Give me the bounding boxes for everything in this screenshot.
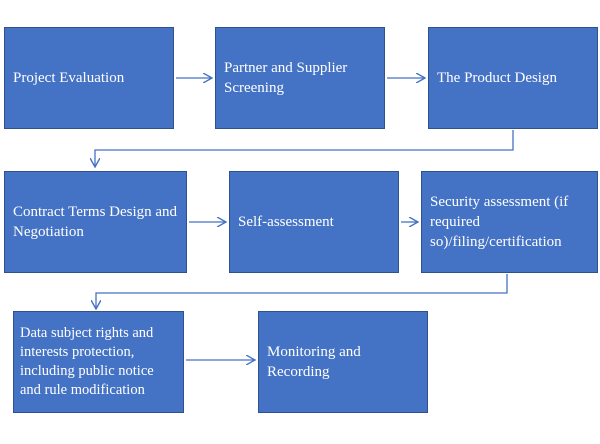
step-label: Monitoring and Recording: [267, 344, 361, 380]
arrow-3-to-4: [95, 130, 514, 166]
step-contract-terms: Contract Terms Design and Negotiation: [4, 171, 187, 273]
step-data-subject-rights: Data subject rights and interests protec…: [13, 311, 184, 413]
step-project-evaluation: Project Evaluation: [4, 27, 174, 129]
step-product-design: The Product Design: [428, 27, 598, 129]
step-label: Data subject rights and interests protec…: [20, 325, 154, 398]
step-self-assessment: Self-assessment: [229, 171, 399, 273]
arrow-6-to-7: [96, 274, 508, 308]
step-monitoring-recording: Monitoring and Recording: [258, 311, 428, 413]
step-security-assessment: Security assessment (if required so)/fil…: [421, 171, 598, 273]
step-label: Contract Terms Design and Negotiation: [13, 204, 178, 240]
step-label: Project Evaluation: [13, 70, 125, 86]
step-partner-supplier-screening: Partner and Supplier Screening: [215, 27, 385, 129]
step-label: The Product Design: [437, 70, 557, 86]
step-label: Security assessment (if required so)/fil…: [430, 194, 569, 250]
step-label: Self-assessment: [238, 214, 334, 230]
step-label: Partner and Supplier Screening: [224, 60, 348, 96]
